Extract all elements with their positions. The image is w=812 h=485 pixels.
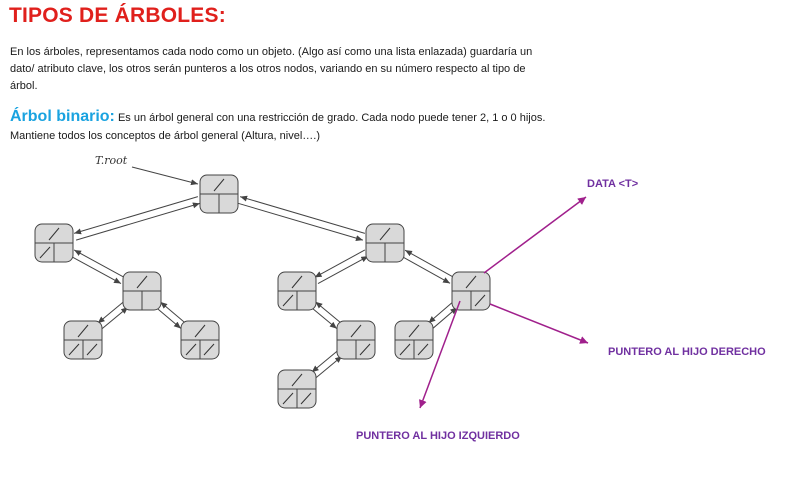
tree-node <box>34 223 74 263</box>
edge-root-left-parent-pointer <box>75 202 201 241</box>
right-pointer-annotation-arrow <box>489 303 589 344</box>
edge-root-right-parent-pointer <box>239 195 366 234</box>
annotation-arrows <box>419 196 589 409</box>
edge-c-left-child-pointer <box>97 301 124 324</box>
tree-node <box>180 320 220 360</box>
edge-b-left-parent-pointer <box>317 255 369 284</box>
edge-d-right-parent-pointer <box>315 301 342 324</box>
edge-root-left-child-pointer <box>73 196 199 235</box>
binary-tree-paragraph: Árbol binario: Es un árbol general con u… <box>10 108 555 145</box>
edge-b-right-child-pointer <box>401 255 451 284</box>
tree-edges <box>70 166 458 379</box>
tree-node <box>277 271 317 311</box>
edge-a-right-parent-pointer <box>73 249 125 278</box>
edge-b-right-parent-pointer <box>404 249 454 278</box>
tree-node <box>277 369 317 409</box>
tree-node <box>394 320 434 360</box>
edge-h-left-child-pointer <box>311 350 338 373</box>
intro-paragraph: En los árboles, representamos cada nodo … <box>10 46 533 92</box>
edge-root-right-child-pointer <box>238 202 364 242</box>
annotation-data: DATA <T> <box>587 178 639 190</box>
binary-tree-heading: Árbol binario: <box>10 108 115 125</box>
tree-node <box>199 174 239 214</box>
edge-h-left-parent-pointer <box>315 355 343 379</box>
annotation-left-pointer: PUNTERO AL HIJO IZQUIERDO <box>356 430 520 442</box>
binary-tree-description: Es un árbol general con una restricción … <box>10 112 546 142</box>
left-pointer-annotation-arrow <box>419 300 461 409</box>
root-pointer-arrow <box>131 166 199 186</box>
edge-c-right-parent-pointer <box>159 301 186 324</box>
edge-b-left-child-pointer <box>314 249 366 278</box>
edge-c-left-parent-pointer <box>101 306 129 330</box>
tree-node <box>63 320 103 360</box>
tree-node <box>122 271 162 311</box>
annotation-right-pointer: PUNTERO AL HIJO DERECHO <box>608 346 766 358</box>
edge-e-left-child-pointer <box>428 301 454 324</box>
root-pointer-label: T.root <box>95 154 128 167</box>
tree-nodes <box>34 174 491 409</box>
edge-c-right-child-pointer <box>155 306 182 329</box>
edge-d-right-child-pointer <box>310 306 338 330</box>
data-annotation-arrow <box>483 196 587 274</box>
page-title: TIPOS DE ÁRBOLES: <box>9 4 226 27</box>
tree-node <box>365 223 405 263</box>
tree-node <box>336 320 376 360</box>
tree-node <box>451 271 491 311</box>
edge-a-right-child-pointer <box>70 255 122 284</box>
edge-e-left-parent-pointer <box>432 306 458 329</box>
